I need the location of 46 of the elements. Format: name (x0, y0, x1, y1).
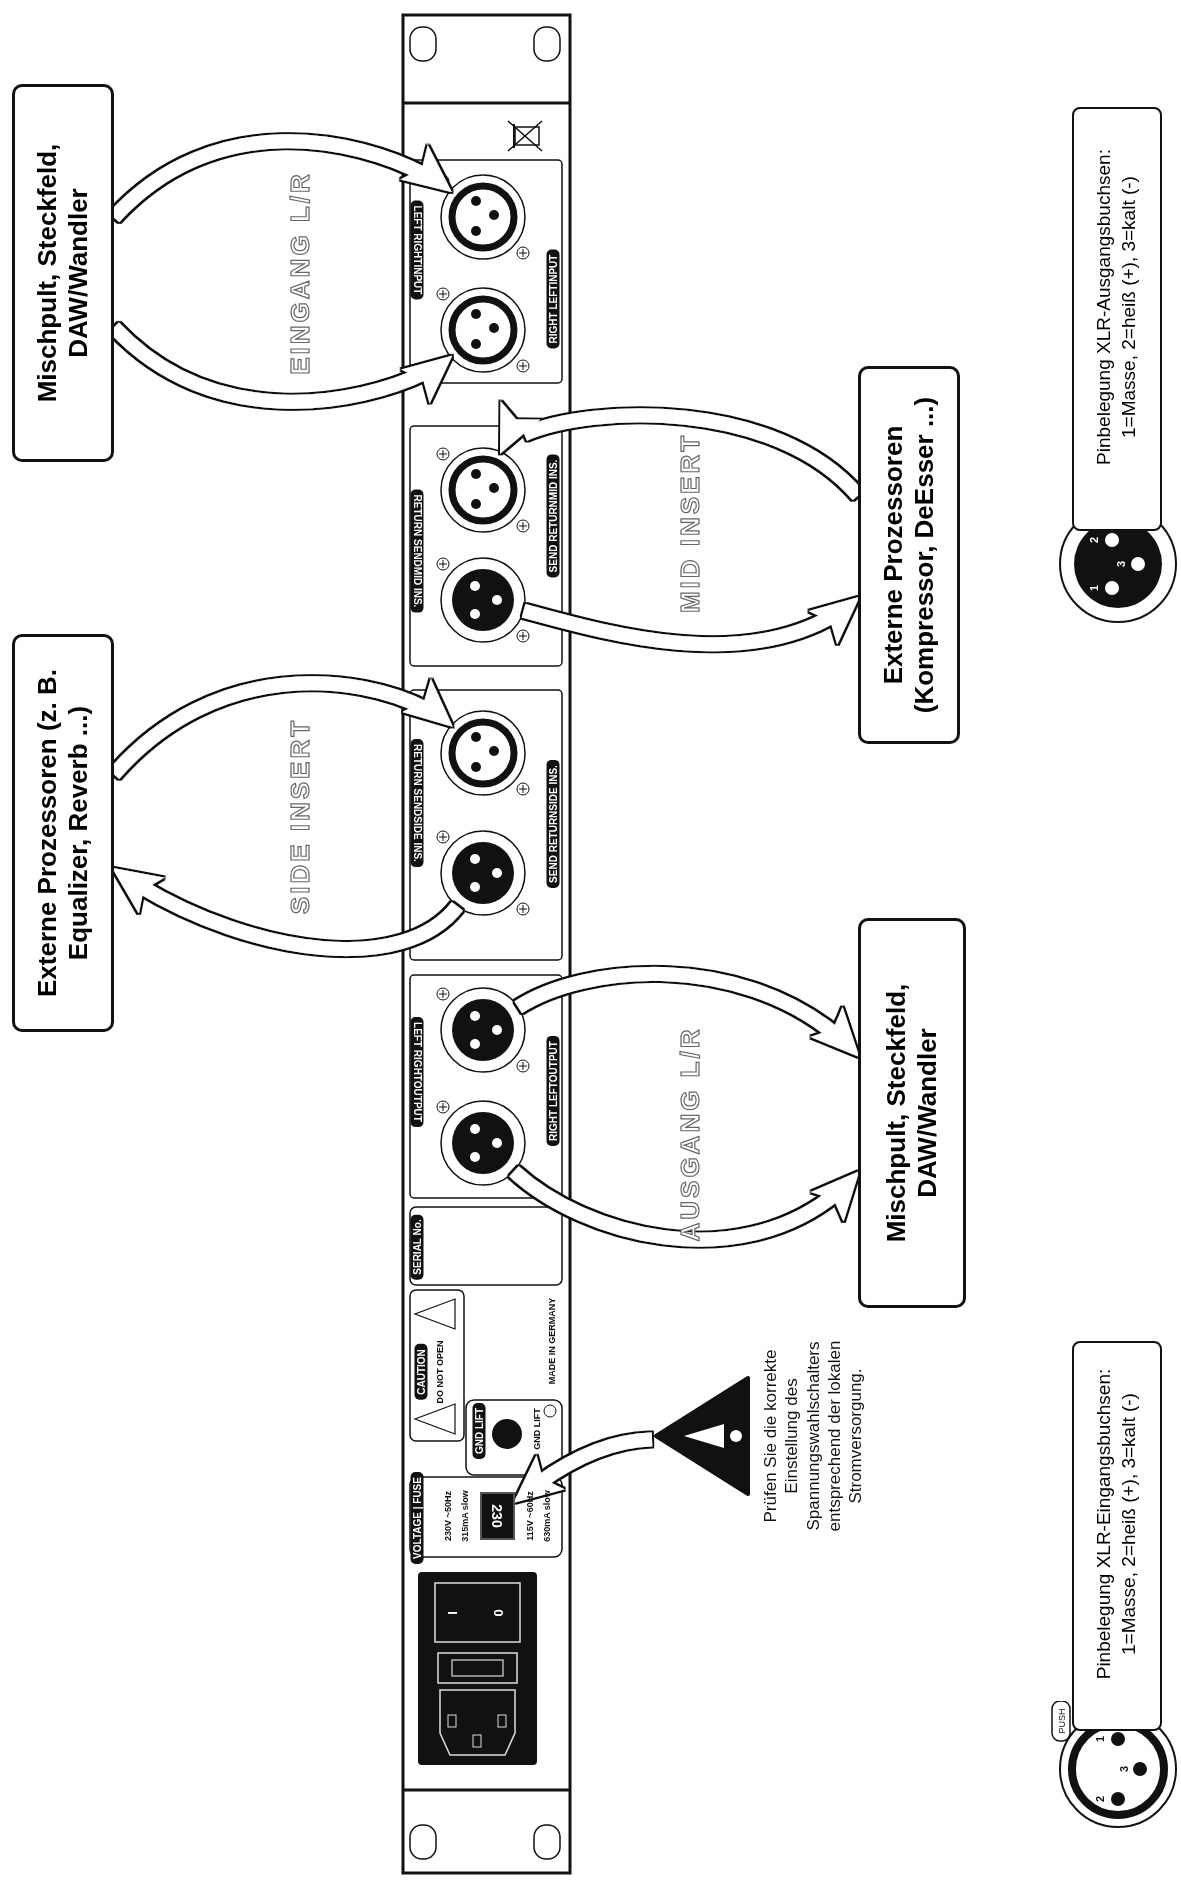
panel-label: LEFT RIGHTOUTPUT (410, 1017, 424, 1127)
panel-label: LEFT RIGHTINPUT (410, 200, 424, 300)
equipment-card: Externe Prozessoren (z. B. Equalizer, Reverb ...) (12, 634, 114, 1032)
pin-number: 1 (1094, 1735, 1106, 1743)
section-title: AUSGANG L/R (674, 1026, 706, 1242)
xlr-socket (439, 986, 527, 1074)
panel-label: CAUTION (414, 1344, 428, 1400)
panel-text: GND LIFT (532, 1408, 542, 1450)
voltage-selector-switch: 230 (480, 1492, 515, 1540)
panel-label: RIGHT LEFTINPUT (546, 249, 560, 349)
pinout-note-card: Pinbelegung XLR-Ausgangsbuchsen: 1=Masse, 2=heiß (+), 3=kalt (-) (1072, 107, 1162, 531)
panel-label: SERIAL No. (410, 1214, 424, 1280)
equipment-card: Mischpult, Steckfeld, DAW/Wandler (12, 84, 114, 462)
section-title: MID INSERT (674, 432, 706, 614)
switch-marking: I (444, 1611, 460, 1615)
pin-number: 3 (1118, 1765, 1130, 1773)
xlr-socket (439, 446, 527, 534)
panel-text: 315mA slow (460, 1490, 470, 1542)
pin-number: 1 (1088, 584, 1100, 592)
xlr-socket (439, 556, 527, 644)
section-title: SIDE INSERT (284, 717, 316, 915)
xlr-socket (439, 173, 527, 261)
pin-number: 2 (1094, 1795, 1106, 1803)
switch-marking: 0 (490, 1609, 506, 1617)
equipment-card: Mischpult, Steckfeld, DAW/Wandler (858, 918, 966, 1308)
panel-label: RETURN SENDSIDE INS. (410, 739, 424, 867)
panel-label: SEND RETURNSIDE INS. (546, 760, 560, 888)
pin-number: 2 (1088, 536, 1100, 544)
panel-text: MADE IN GERMANY (547, 1297, 557, 1385)
xlr-socket (439, 286, 527, 374)
panel-text: 230V ~50Hz (443, 1491, 453, 1541)
push-tab-label: PUSH (1057, 1708, 1067, 1734)
panel-label: GND LIFT (472, 1402, 486, 1460)
panel-label: VOLTAGE | FUSE (410, 1472, 424, 1564)
pinout-note-card: Pinbelegung XLR-Eingangsbuchsen: 1=Masse, 2=heiß (+), 3=kalt (-) (1072, 1341, 1162, 1731)
equipment-card: Externe Prozessoren (Kompressor, DeEsser ...) (858, 366, 960, 744)
xlr-socket (439, 829, 527, 917)
xlr-socket (439, 1099, 527, 1187)
section-title: EINGANG L/R (284, 171, 316, 375)
warning-note: Prüfen Sie die korrekte Einstellung des Spannungswahlschalters entsprechend der lokalen Stromversorgung. (760, 1339, 866, 1534)
panel-label: RIGHT LEFTOUTPUT (546, 1036, 560, 1146)
panel-text: DO NOT OPEN (435, 1340, 445, 1404)
pin-number: 3 (1115, 560, 1127, 568)
xlr-socket (439, 709, 527, 797)
panel-label: RETURN SENDMID INS. (410, 489, 424, 613)
panel-label: SEND RETURNMID INS. (546, 454, 560, 578)
